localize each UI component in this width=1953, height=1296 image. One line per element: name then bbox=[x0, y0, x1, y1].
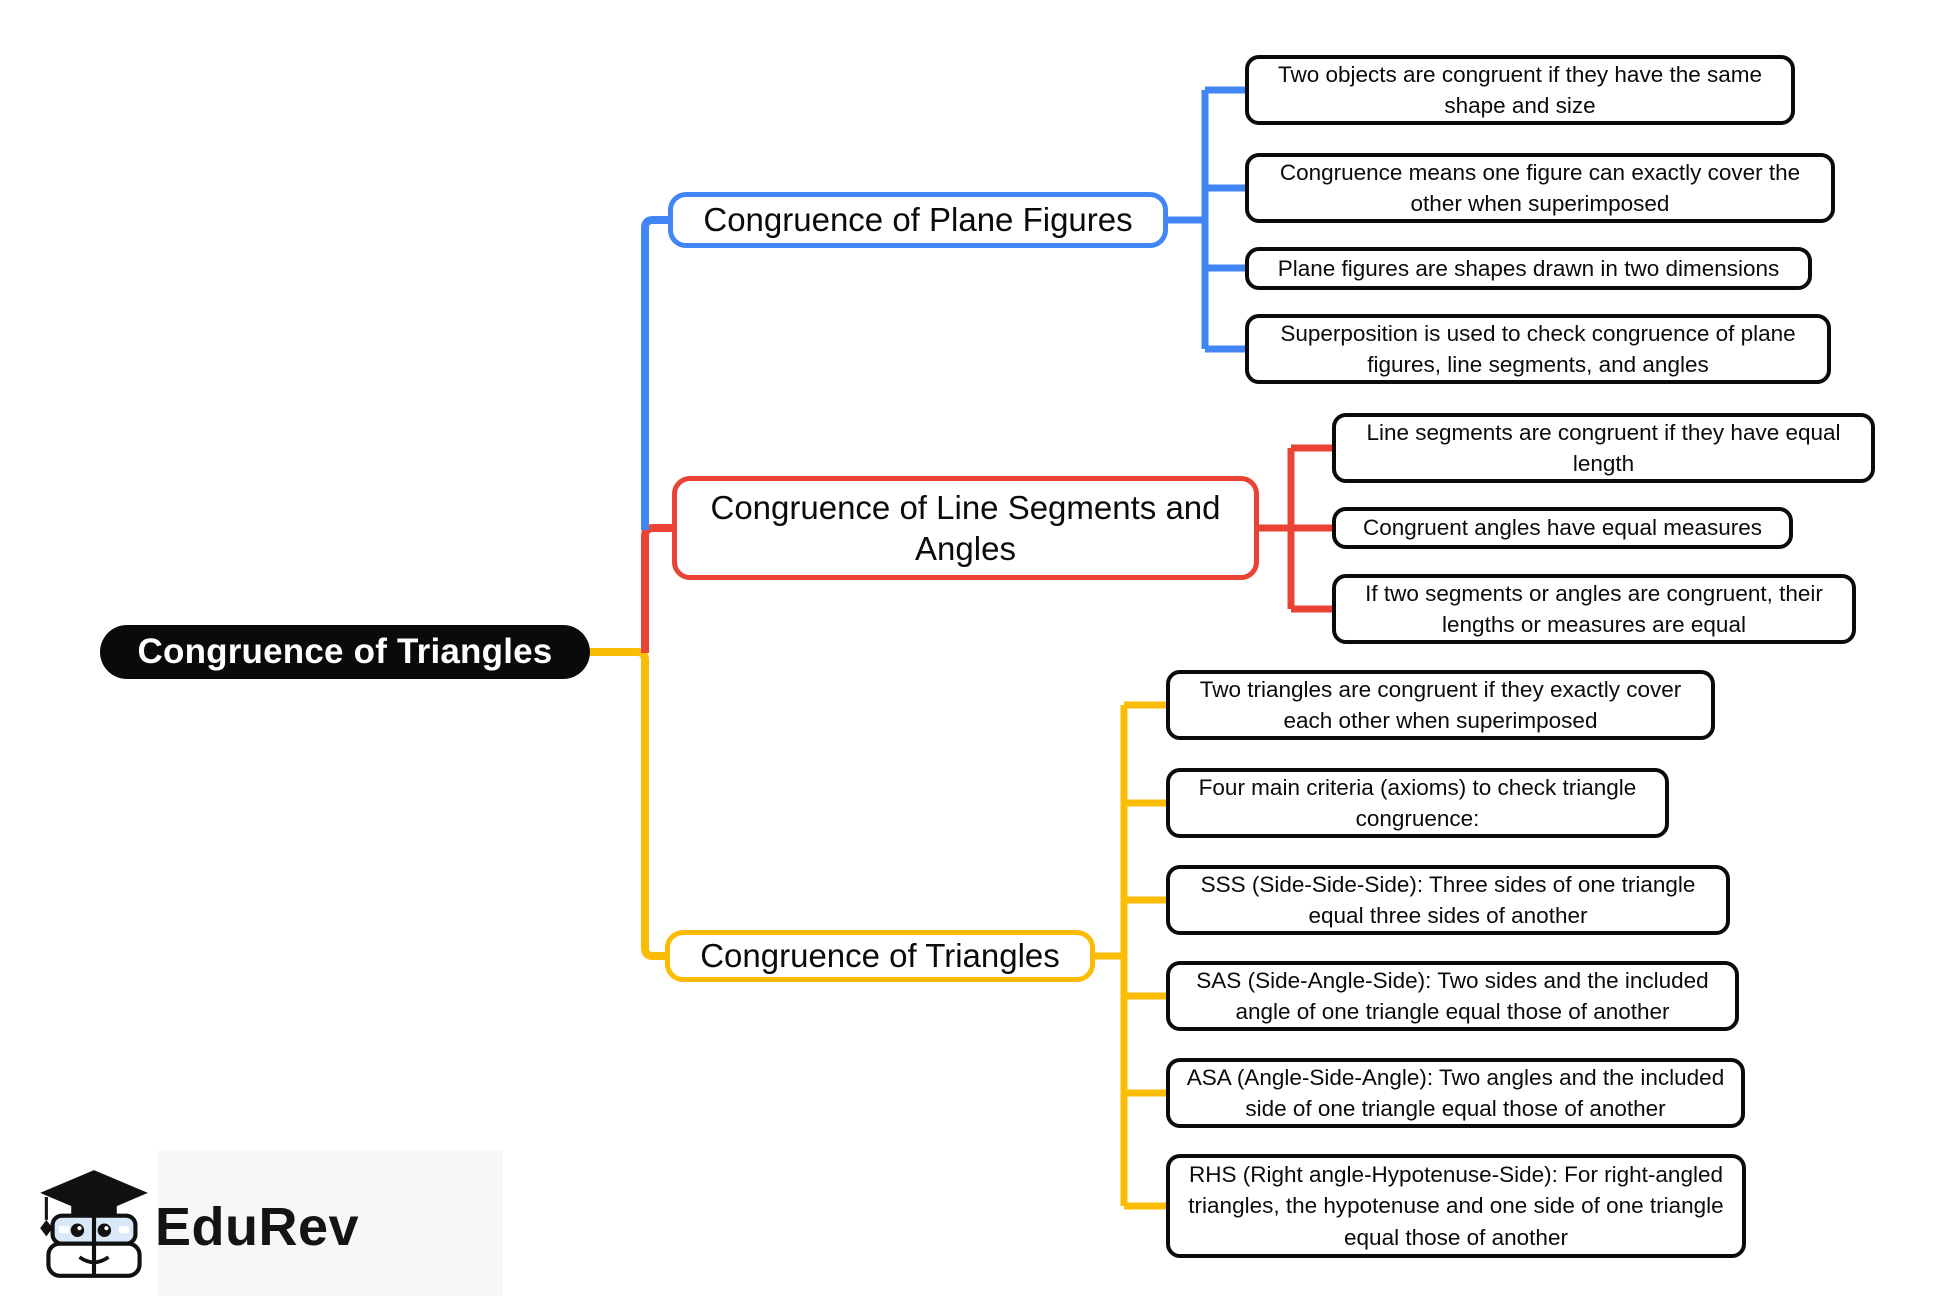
leaf-node: If two segments or angles are congruent,… bbox=[1332, 574, 1856, 644]
connector-root-to-plane bbox=[641, 216, 668, 530]
connector-root-to-segments bbox=[641, 524, 672, 653]
leaf-node: Two triangles are congruent if they exac… bbox=[1166, 670, 1715, 740]
edurev-mascot-icon bbox=[40, 1170, 148, 1278]
branch-node-triangles: Congruence of Triangles bbox=[665, 930, 1095, 982]
root-node: Congruence of Triangles bbox=[100, 625, 590, 679]
edurev-wordmark: EduRev bbox=[155, 1197, 360, 1257]
leaf-node: Four main criteria (axioms) to check tri… bbox=[1166, 768, 1669, 838]
leaf-node: SAS (Side-Angle-Side): Two sides and the… bbox=[1166, 961, 1739, 1031]
branch-node-plane-figures: Congruence of Plane Figures bbox=[668, 192, 1168, 248]
connector-segments-leaves bbox=[1259, 444, 1332, 613]
leaf-node: Line segments are congruent if they have… bbox=[1332, 413, 1875, 483]
leaf-node: Congruence means one figure can exactly … bbox=[1245, 153, 1835, 223]
connector-triangles-leaves bbox=[1094, 701, 1166, 1210]
leaf-node: RHS (Right angle-Hypotenuse-Side): For r… bbox=[1166, 1154, 1746, 1258]
leaf-node: Two objects are congruent if they have t… bbox=[1245, 55, 1795, 125]
leaf-node: ASA (Angle-Side-Angle): Two angles and t… bbox=[1166, 1058, 1745, 1128]
logo-backdrop bbox=[158, 1150, 503, 1296]
branch-node-line-segments-angles: Congruence of Line Segments and Angles bbox=[672, 476, 1259, 580]
leaf-node: Congruent angles have equal measures bbox=[1332, 507, 1793, 549]
connector-plane-leaves bbox=[1168, 86, 1245, 353]
leaf-node: SSS (Side-Side-Side): Three sides of one… bbox=[1166, 865, 1730, 935]
connector-root-to-triangles bbox=[590, 648, 665, 960]
leaf-node: Superposition is used to check congruenc… bbox=[1245, 314, 1831, 384]
leaf-node: Plane figures are shapes drawn in two di… bbox=[1245, 247, 1812, 290]
